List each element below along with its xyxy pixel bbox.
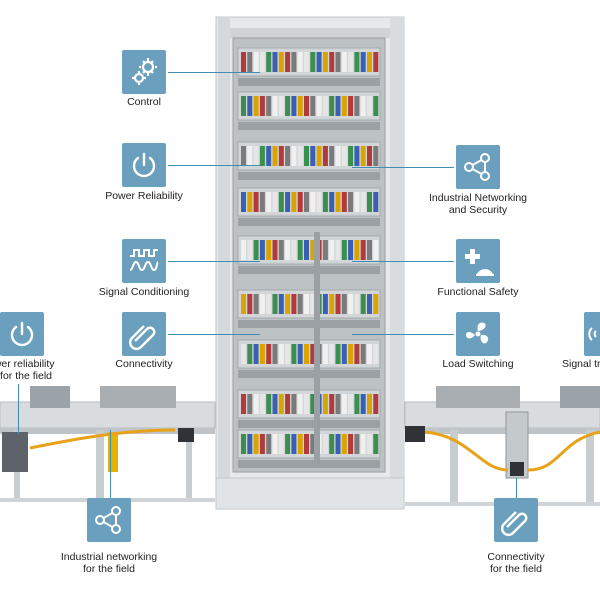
network-nodes-icon: [456, 145, 500, 189]
connector-signal: [168, 261, 260, 262]
control-cabinet: [215, 16, 405, 510]
right-conveyor: [404, 386, 600, 506]
paperclip-link-icon: [494, 498, 538, 542]
label-functional-safety: Functional Safety: [437, 286, 519, 298]
connector-field-connectivity: [516, 478, 517, 498]
paperclip-link-icon: [122, 312, 166, 356]
cross-helmet-icon: [456, 239, 500, 283]
power-icon: [122, 143, 166, 187]
connector-power: [168, 165, 260, 166]
left-conveyor: [0, 386, 216, 502]
label-field-networking-line2: for the field: [83, 563, 135, 575]
label-field-connectivity-line2: for the field: [490, 563, 542, 575]
label-field-networking-line1: Industrial networking: [60, 551, 158, 563]
label-field-power-line1: ower reliability: [0, 358, 55, 370]
label-control: Control: [127, 96, 161, 108]
label-field-connectivity-line1: Connectivity: [487, 551, 545, 563]
fan-icon: [456, 312, 500, 356]
connector-load: [352, 334, 454, 335]
din-rail-rows: [237, 47, 381, 468]
label-field-signal: Signal tr: [562, 358, 600, 370]
label-load-switching: Load Switching: [442, 358, 514, 370]
label-power-reliability: Power Reliability: [105, 190, 183, 202]
label-networking-security-line2: and Security: [448, 204, 508, 216]
connector-networking: [352, 167, 454, 168]
network-nodes-icon: [87, 498, 131, 542]
gears-icon: [122, 50, 166, 94]
label-field-power-line2: for the field: [0, 370, 52, 382]
connector-connectivity: [168, 334, 260, 335]
connector-control: [168, 72, 260, 73]
power-icon: [0, 312, 44, 356]
connector-field-power: [18, 384, 19, 434]
label-connectivity: Connectivity: [115, 358, 173, 370]
label-signal-conditioning: Signal Conditioning: [98, 286, 190, 298]
wireless-icon: [584, 312, 600, 356]
label-networking-security-line1: Industrial Networking: [428, 192, 528, 204]
connector-safety: [352, 261, 454, 262]
connector-field-networking: [110, 430, 111, 498]
signal-wave-icon: [122, 239, 166, 283]
